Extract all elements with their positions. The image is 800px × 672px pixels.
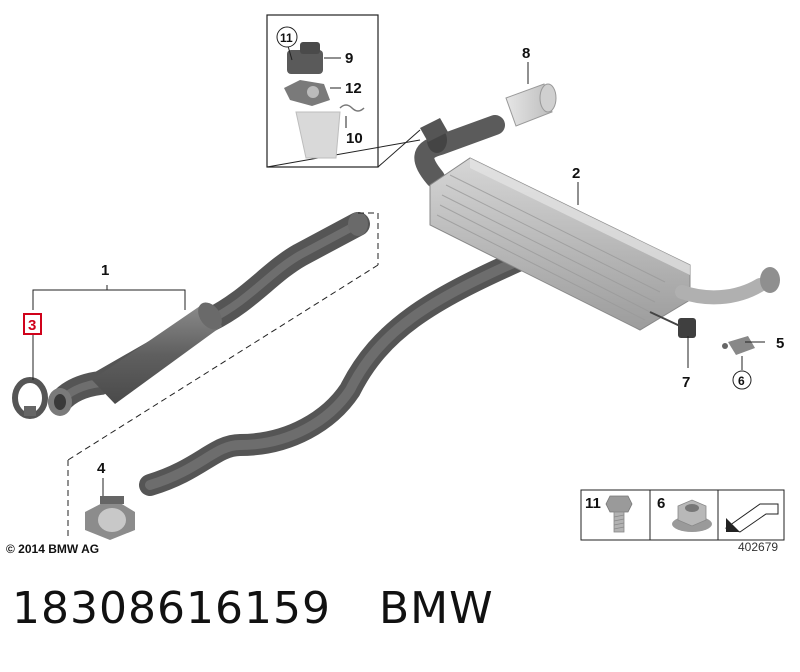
detail-inset: [266, 14, 421, 168]
hardware-legend: 11 6: [580, 489, 785, 541]
clamp-3: [12, 377, 48, 419]
callouts: 1 2 3 4 5 6 7 8 9 10 11 12: [23, 26, 784, 477]
bolt-icon: [605, 495, 633, 533]
callout-7: 7: [682, 374, 690, 391]
legend-nut-label: 6: [657, 495, 665, 512]
diagram-id: 402679: [738, 540, 778, 554]
copyright-text: © 2014 BMW AG: [6, 542, 99, 556]
clamp-4: [85, 496, 135, 540]
tailpipe-tip: [505, 83, 557, 127]
callout-6-circle: [732, 370, 752, 390]
part-caption: 18308616159 BMW: [12, 583, 494, 634]
rear-muffler-assembly: [139, 83, 780, 496]
callout-1: 1: [101, 262, 109, 279]
callout-9: 9: [345, 50, 353, 67]
leader-lines: [32, 62, 765, 496]
arrow-icon: [724, 503, 779, 533]
callout-11-circle: [276, 26, 298, 48]
callout-2: 2: [572, 165, 580, 182]
callout-8: 8: [522, 45, 530, 62]
callout-11: 11: [280, 31, 293, 45]
callout-5: 5: [776, 335, 784, 352]
flange-nut-icon: [672, 499, 712, 532]
callout-3: 3: [28, 317, 36, 334]
callout-3-highlight: [23, 313, 42, 335]
brand-name: BMW: [378, 583, 494, 634]
callout-12: 12: [345, 80, 362, 97]
front-pipe-assembly: [48, 212, 370, 416]
legend-bolt-label: 11: [585, 495, 601, 512]
indicator-lines: [67, 212, 379, 540]
callout-6: 6: [738, 374, 745, 388]
callout-10: 10: [346, 130, 363, 147]
callout-4: 4: [97, 460, 106, 477]
part-number: 18308616159: [12, 583, 331, 634]
